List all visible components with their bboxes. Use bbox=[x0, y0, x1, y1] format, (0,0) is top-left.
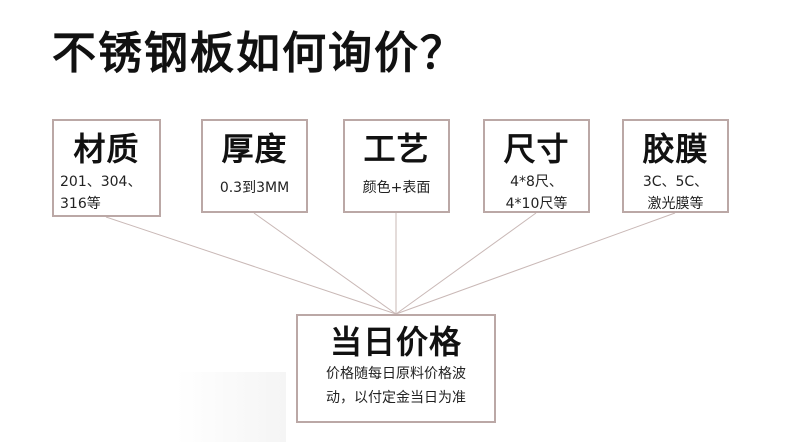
price-box: 当日价格 价格随每日原料价格波 动，以付定金当日为准 bbox=[296, 314, 496, 423]
connector-line-material bbox=[105, 216, 397, 315]
factor-detail: 颜色+表面 bbox=[362, 180, 431, 196]
factor-detail: 4*8尺、 bbox=[510, 174, 563, 190]
connector-line-thickness bbox=[253, 212, 397, 315]
page-title: 不锈钢板如何询价？ bbox=[52, 28, 466, 79]
factor-box-thickness: 厚度 0.3到3MM bbox=[201, 119, 308, 213]
factor-detail: 3C、5C、 bbox=[642, 174, 709, 190]
factor-box-size: 尺寸 4*8尺、 4*10尺等 bbox=[483, 119, 590, 213]
factor-box-material: 材质 201、304、 316等 bbox=[52, 119, 161, 217]
price-heading: 当日价格 bbox=[329, 323, 462, 361]
factor-detail: 316等 bbox=[60, 196, 101, 212]
connector-line-film bbox=[395, 212, 676, 315]
factor-detail: 激光膜等 bbox=[647, 196, 704, 212]
connector-line-size bbox=[395, 212, 537, 315]
factor-heading: 尺寸 bbox=[503, 130, 570, 168]
factor-heading: 胶膜 bbox=[642, 130, 709, 168]
factor-detail: 4*10尺等 bbox=[505, 196, 568, 212]
factor-detail: 201、304、 bbox=[60, 174, 142, 190]
factor-detail: 0.3到3MM bbox=[219, 180, 290, 196]
price-note: 动，以付定金当日为准 bbox=[326, 390, 466, 406]
background-shadow bbox=[176, 372, 286, 442]
factor-heading: 工艺 bbox=[363, 130, 430, 168]
price-note: 价格随每日原料价格波 bbox=[326, 366, 466, 382]
factor-heading: 厚度 bbox=[221, 130, 288, 168]
factor-box-film: 胶膜 3C、5C、 激光膜等 bbox=[622, 119, 729, 213]
factor-box-process: 工艺 颜色+表面 bbox=[343, 119, 450, 213]
factor-heading: 材质 bbox=[73, 130, 140, 168]
